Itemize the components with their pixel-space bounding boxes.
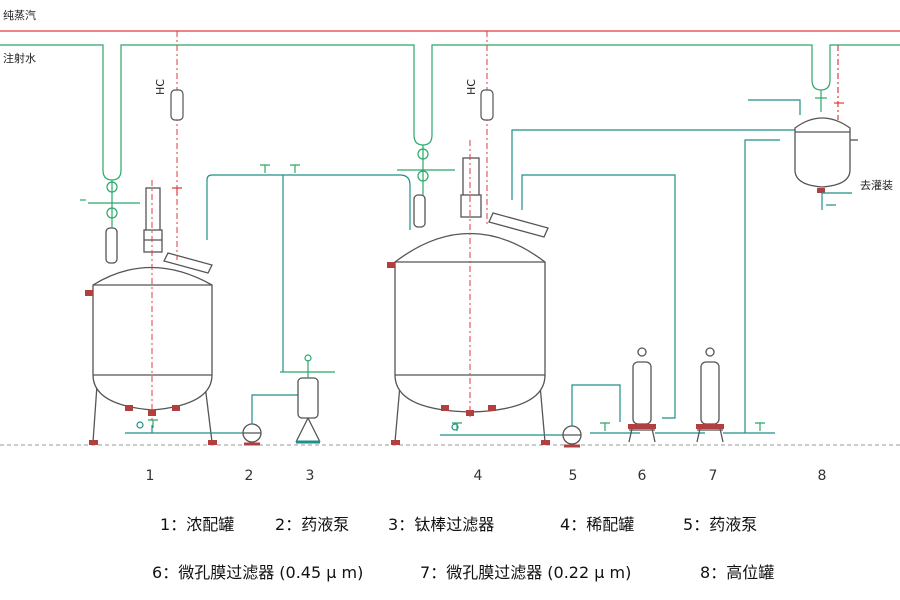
water-main-line: 注射水 xyxy=(0,44,900,181)
filter-7-membrane xyxy=(696,347,724,443)
transfer-line-4-5 xyxy=(440,423,563,436)
legend-item-3: 3：钛棒过滤器 xyxy=(388,515,494,534)
legend-item-4: 4：稀配罐 xyxy=(560,515,634,534)
equipment-number-1: 1 xyxy=(146,468,155,484)
hc-label-1: HC xyxy=(154,79,167,95)
valve-symbols xyxy=(148,164,765,431)
tank-8-high-level xyxy=(794,117,858,193)
tank-1-steam-line: HC xyxy=(151,31,184,420)
legend-item-6: 6：微孔膜过滤器 (0.45 μ m) xyxy=(152,563,363,582)
tank-4-water-valves xyxy=(397,145,455,195)
tank-1-water-valves xyxy=(80,180,140,228)
water-line-label: 注射水 xyxy=(3,51,36,65)
steam-line-label: 纯蒸汽 xyxy=(3,8,36,22)
line-7-8 xyxy=(511,129,795,434)
tank-4-steam-line: HC xyxy=(465,31,494,420)
steam-main-line: 纯蒸汽 xyxy=(0,8,900,32)
line-2-3 xyxy=(251,394,298,424)
legend-item-1: 1：浓配罐 xyxy=(160,515,234,534)
equipment-number-5: 5 xyxy=(569,468,578,484)
filter-6-membrane xyxy=(628,347,656,443)
equipment-number-6: 6 xyxy=(638,468,647,484)
pump-2 xyxy=(242,423,262,446)
equipment-number-2: 2 xyxy=(245,468,254,484)
filter-3-titanium xyxy=(295,377,321,444)
equipment-number-7: 7 xyxy=(709,468,718,484)
line-6-7 xyxy=(521,174,705,434)
fill-outlet-label: 去灌装 xyxy=(860,179,893,192)
tank-4-dilution xyxy=(387,157,550,445)
tank-8-outlet: 去灌装 xyxy=(821,179,893,210)
legend-item-7: 7：微孔膜过滤器 (0.22 μ m) xyxy=(420,563,631,582)
pump-5 xyxy=(562,425,582,448)
line-5-6 xyxy=(571,384,640,434)
legend-item-8: 8：高位罐 xyxy=(700,563,774,582)
equipment-number-4: 4 xyxy=(474,468,483,484)
legend-item-2: 2：药液泵 xyxy=(275,515,349,534)
legend-item-5: 5：药液泵 xyxy=(683,515,757,534)
legend-row-2: 6：微孔膜过滤器 (0.45 μ m) 7：微孔膜过滤器 (0.22 μ m) … xyxy=(152,563,774,582)
line-3-4 xyxy=(206,174,411,372)
transfer-line-1-2 xyxy=(125,421,245,434)
tank-8-inlets xyxy=(748,45,844,120)
filter-3-manifold xyxy=(280,354,335,378)
equipment-number-3: 3 xyxy=(306,468,315,484)
tank-1-concentrate xyxy=(85,187,217,445)
equipment-number-labels: 1 2 3 4 5 6 7 8 xyxy=(146,468,827,484)
legend-row-1: 1：浓配罐 2：药液泵 3：钛棒过滤器 4：稀配罐 5：药液泵 xyxy=(160,515,757,534)
hc-label-4: HC xyxy=(465,79,478,95)
equipment-number-8: 8 xyxy=(818,468,827,484)
